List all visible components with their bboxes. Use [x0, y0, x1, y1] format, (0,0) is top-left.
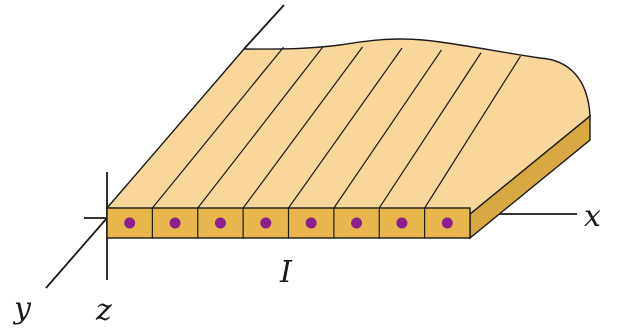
wire-cross-sections [124, 208, 453, 238]
y-axis-label: y [12, 291, 32, 326]
current-out-of-page-dot [124, 217, 136, 229]
current-out-of-page-dot [305, 217, 317, 229]
y-axis [45, 217, 108, 289]
z-axis-label: z [95, 293, 112, 328]
x-axis-label: x [584, 199, 601, 234]
wire-boundary-line [151, 46, 284, 209]
wire-boundary-line [197, 46, 324, 209]
wire-boundary-line [333, 49, 442, 209]
current-out-of-page-dot [396, 217, 408, 229]
current-out-of-page-dot [260, 217, 272, 229]
y-axis-far [243, 4, 285, 50]
wire-boundary-line [378, 52, 482, 209]
current-label: I [279, 255, 293, 290]
current-out-of-page-dot [351, 217, 363, 229]
wire-boundary-line [424, 55, 522, 209]
wire-boundary-line [288, 47, 403, 209]
current-out-of-page-dot [214, 217, 226, 229]
wire-boundaries [151, 46, 522, 209]
wire-boundary-line [242, 46, 363, 209]
current-out-of-page-dot [169, 217, 181, 229]
current-out-of-page-dot [441, 217, 453, 229]
